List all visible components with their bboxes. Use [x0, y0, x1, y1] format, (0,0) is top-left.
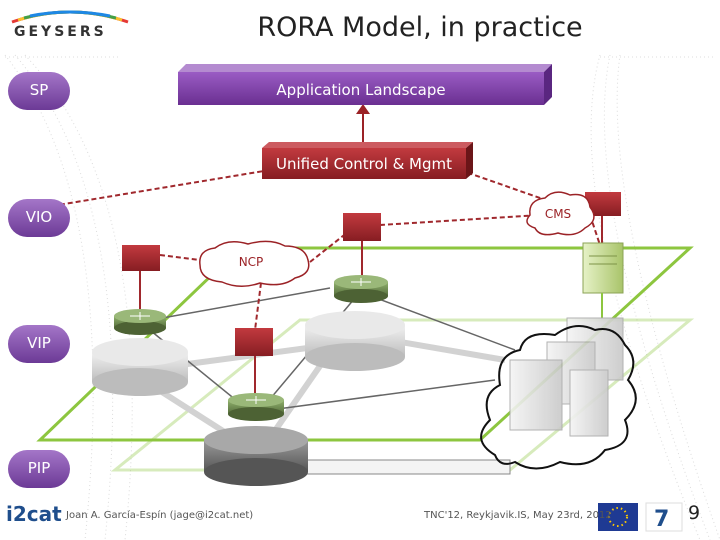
physical-routers [92, 311, 405, 486]
router-physical-middle [305, 311, 405, 371]
cms-label: CMS [544, 207, 572, 221]
geysers-logo [11, 10, 129, 24]
controllers [122, 192, 621, 356]
app-landscape-label: Application Landscape [276, 81, 446, 99]
page-number: 9 [688, 502, 701, 524]
pip-label: PIP [27, 459, 51, 477]
ncp-cloud [199, 240, 310, 287]
server-cloud [480, 325, 637, 470]
router-virtual-left [114, 309, 166, 335]
router-physical-left [92, 338, 188, 396]
vio-pill-shape [8, 199, 70, 237]
layer-pills [8, 72, 70, 488]
ncp-label: NCP [238, 255, 264, 269]
vip-plane [36, 246, 694, 442]
sp-label: SP [29, 81, 49, 99]
sp-pill-shape [8, 72, 70, 110]
controller-box [343, 213, 381, 241]
svg-text:7: 7 [654, 507, 669, 532]
geysers-logo-text: GEYSERS [14, 24, 107, 40]
vip-pill-shape [8, 325, 70, 363]
virtual-links [139, 287, 516, 411]
virtual-routers [114, 275, 388, 421]
i2cat-logo-text: i2cat [6, 502, 62, 526]
vip-label: VIP [27, 334, 51, 352]
unified-control-box [262, 142, 473, 179]
footer-conference: TNC'12, Reykjavik.IS, May 23rd, 2012 [424, 510, 612, 521]
router-physical-bottom [204, 426, 308, 486]
server-green [582, 242, 624, 318]
router-virtual-middle [334, 275, 388, 303]
footer-logos: 7 [598, 502, 683, 532]
servers [509, 242, 624, 437]
controller-box [235, 328, 273, 356]
pip-link [304, 459, 511, 475]
router-virtual-bottom [228, 393, 284, 421]
vio-label: VIO [25, 208, 53, 226]
i2cat-logo: i2cat [6, 502, 62, 526]
page-title: RORA Model, in practice [257, 12, 583, 43]
server-stack [509, 317, 624, 437]
cms-cloud [526, 191, 595, 236]
app-landscape-box [178, 64, 552, 105]
fp7-logo [645, 502, 683, 532]
pip-pill-shape [8, 450, 70, 488]
unified-control-label: Unified Control & Mgmt [275, 155, 453, 173]
controller-box [122, 245, 160, 271]
arrow-up [356, 104, 370, 145]
footer-author: Joan A. García-Espín (jage@i2cat.net) [66, 510, 254, 521]
